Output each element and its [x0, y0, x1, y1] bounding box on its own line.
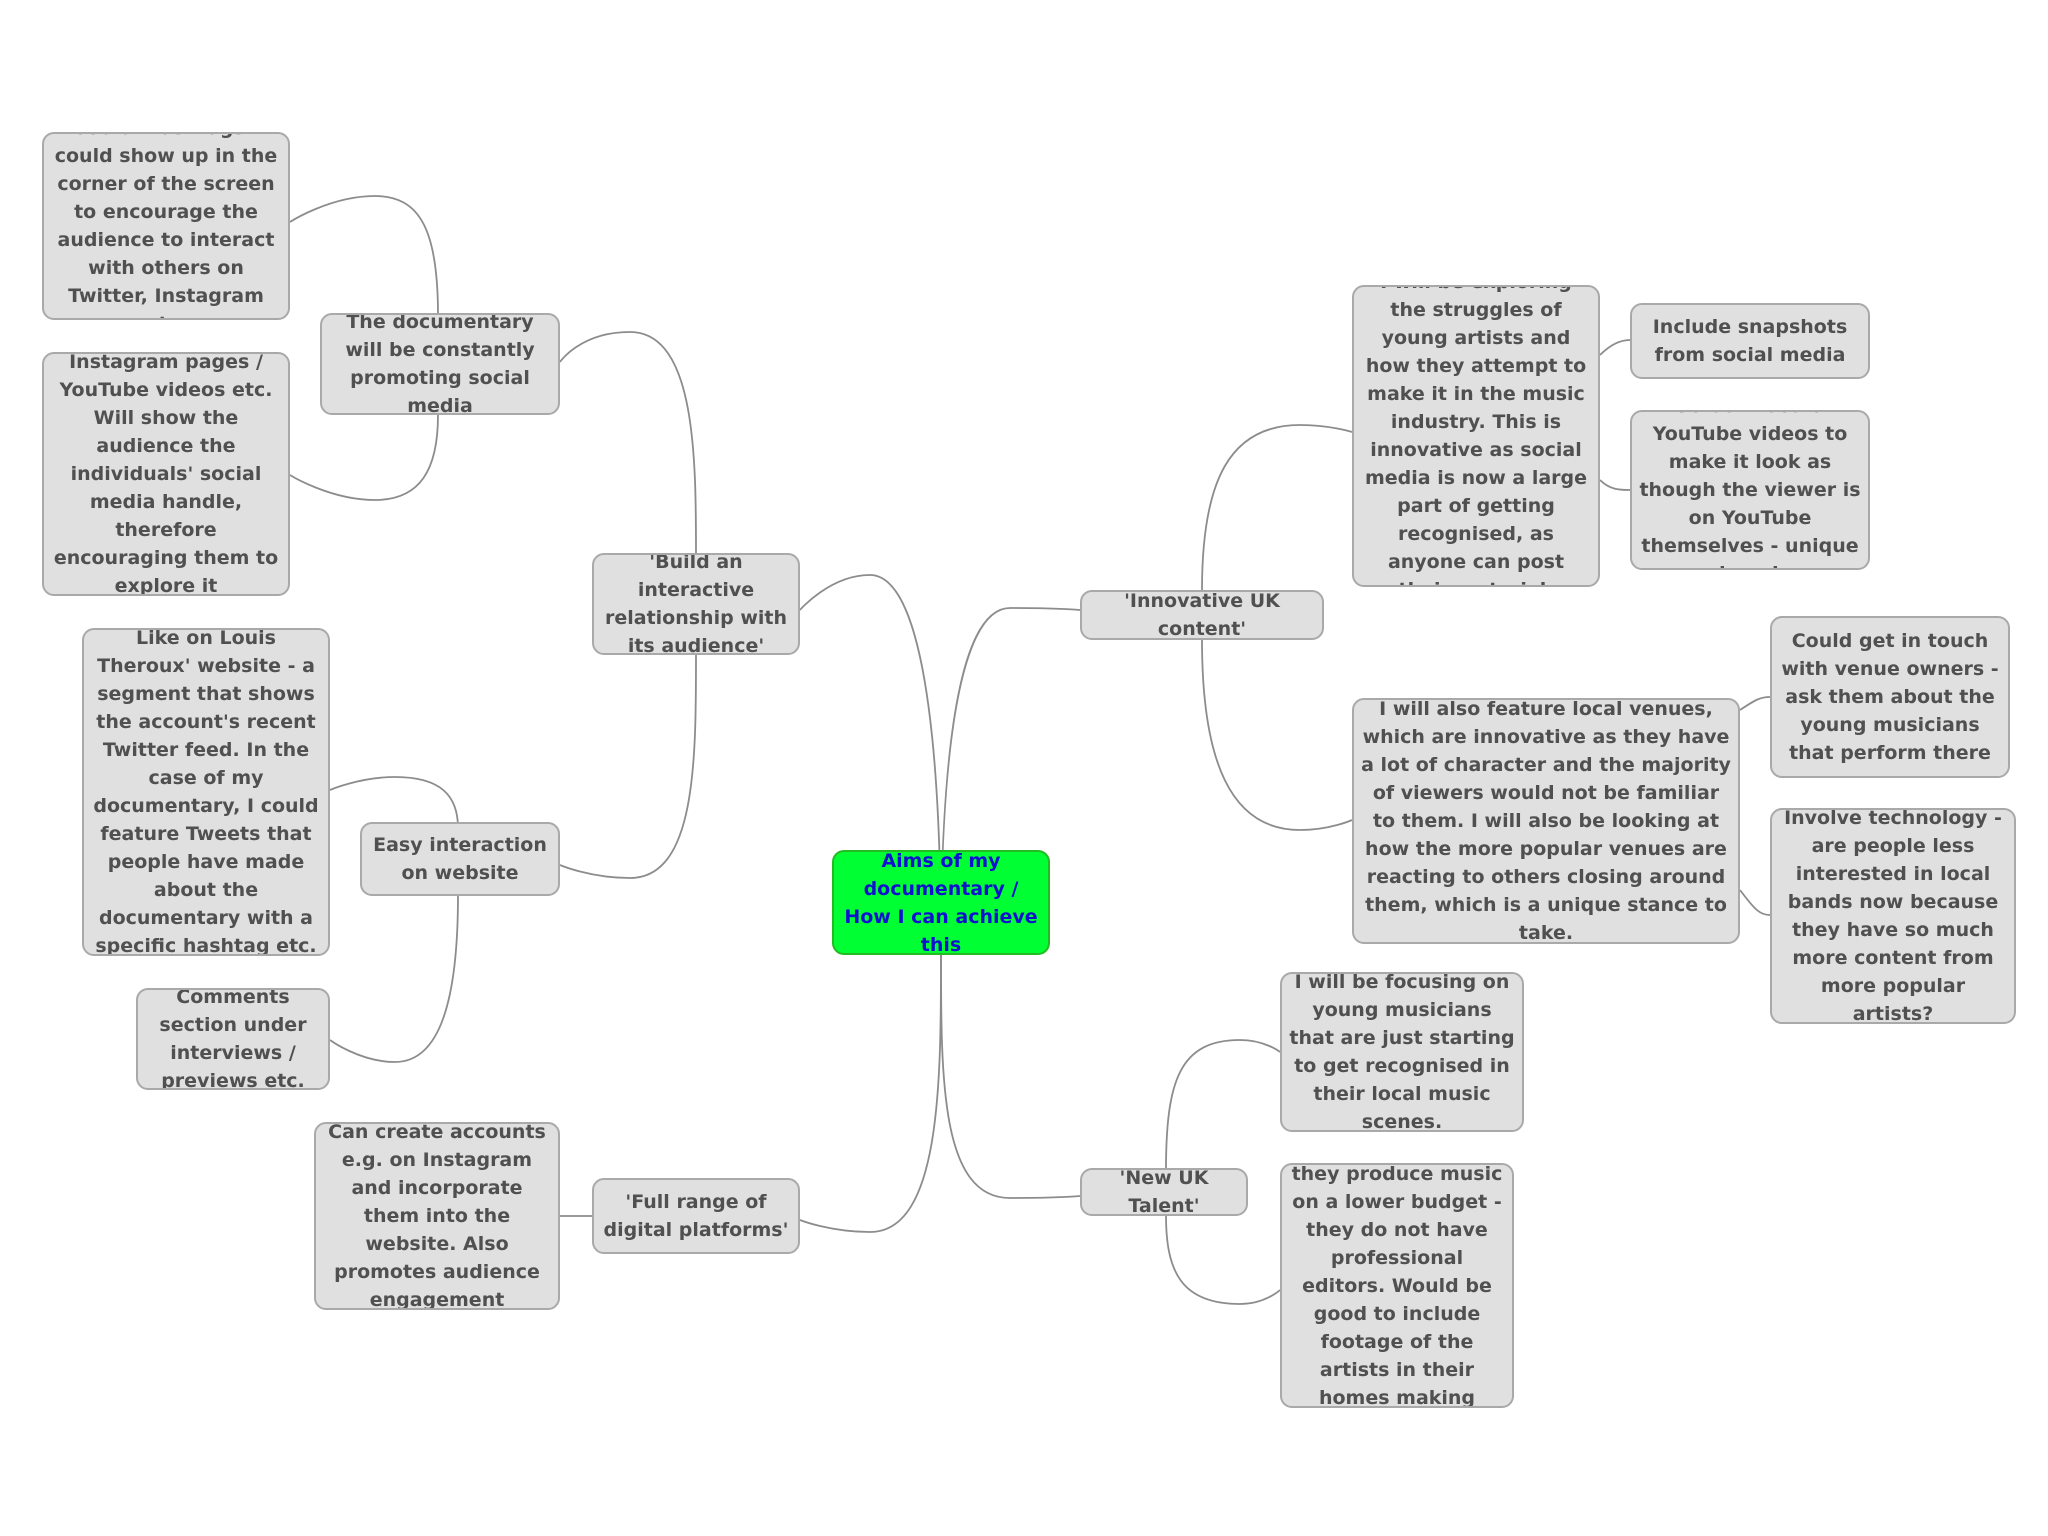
subtopic-exploring-struggles[interactable]: I will be exploring the struggles of you… — [1352, 285, 1600, 587]
central-topic[interactable]: Aims of my documentary / How I can achie… — [832, 850, 1050, 955]
subtopic-screen-record[interactable]: Screen record YouTube videos to make it … — [1630, 410, 1870, 570]
subtopic-low-budget[interactable]: Can focus on how they produce music on a… — [1280, 1163, 1514, 1408]
subtopic-local-venues[interactable]: I will also feature local venues, which … — [1352, 698, 1740, 944]
subtopic-promoting-social-media[interactable]: The documentary will be constantly promo… — [320, 313, 560, 415]
subtopic-easy-interaction[interactable]: Easy interaction on website — [360, 822, 560, 896]
topic-interactive-relationship[interactable]: 'Build an interactive relationship with … — [592, 553, 800, 655]
subtopic-young-musicians[interactable]: I will be focusing on young musicians th… — [1280, 972, 1524, 1132]
subtopic-louis-theroux[interactable]: Like on Louis Theroux' website - a segme… — [82, 628, 330, 956]
subtopic-involve-technology[interactable]: Involve technology - are people less int… — [1770, 808, 2016, 1024]
subtopic-snapshots[interactable]: Snapshots of Instagram pages / YouTube v… — [42, 352, 290, 596]
subtopic-include-snapshots[interactable]: Include snapshots from social media — [1630, 303, 1870, 379]
subtopic-venue-owners[interactable]: Could get in touch with venue owners - a… — [1770, 616, 2010, 778]
topic-digital-platforms[interactable]: 'Full range of digital platforms' — [592, 1178, 800, 1254]
subtopic-comments-section[interactable]: Comments section under interviews / prev… — [136, 988, 330, 1090]
topic-new-uk-talent[interactable]: 'New UK Talent' — [1080, 1168, 1248, 1216]
subtopic-create-accounts[interactable]: Can create accounts e.g. on Instagram an… — [314, 1122, 560, 1310]
topic-innovative-uk-content[interactable]: 'Innovative UK content' — [1080, 590, 1324, 640]
subtopic-hashtags[interactable]: Use of hashtags - could show up in the c… — [42, 132, 290, 320]
